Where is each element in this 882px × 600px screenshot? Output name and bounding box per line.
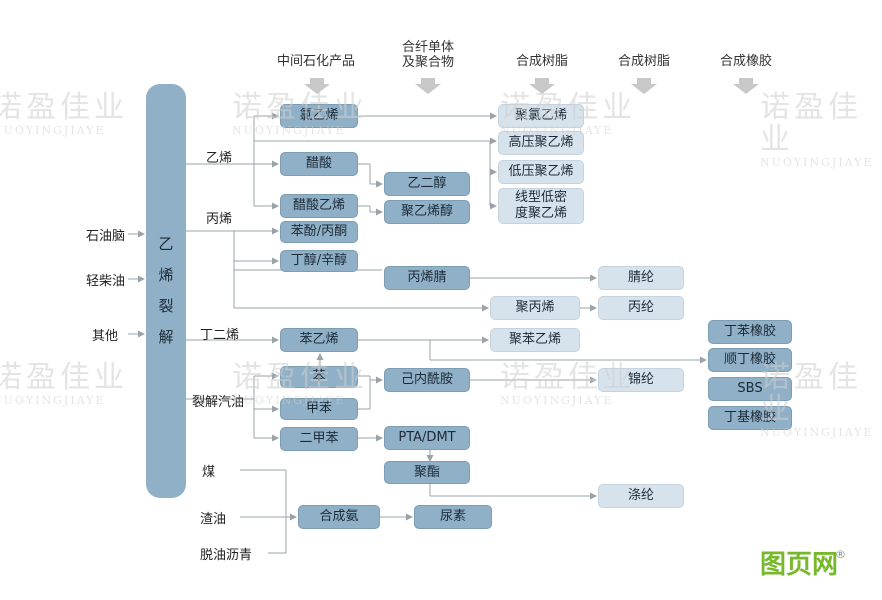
pillar-char: 乙 [158,235,174,253]
node-pvc: 聚氯乙烯 [498,104,584,128]
node-styrene: 苯乙烯 [280,328,358,352]
down-arrow-icon [631,78,657,94]
node-polyester-fiber: 涤纶 [598,484,684,508]
label-pyrolysis-gasoline: 裂解汽油 [192,395,245,410]
source-naphtha: 石油脑 [86,229,126,244]
node-acetic-acid: 醋酸 [280,152,358,176]
node-pp: 聚丙烯 [490,296,580,320]
source-residue: 渣油 [200,512,227,527]
column-header-resin-2: 合成树脂 [617,54,670,69]
source-coal: 煤 [202,465,216,480]
node-vinyl-acetate: 醋酸乙烯 [280,194,358,218]
label-ethylene: 乙烯 [206,151,233,166]
site-logo-text: 图页网 [760,550,839,580]
node-acrylic-fiber: 腈纶 [598,266,684,290]
down-arrow-icon [733,78,759,94]
down-arrow-icon [415,78,441,94]
node-phenol-acetone: 苯酚/丙酮 [280,221,358,243]
column-header-resin-1: 合成树脂 [515,54,568,69]
node-hdpe: 高压聚乙烯 [498,131,584,155]
node-butanol-octanol: 丁醇/辛醇 [280,250,358,272]
source-other: 其他 [92,329,119,344]
node-nylon: 锦纶 [598,368,684,392]
node-ldpe: 低压聚乙烯 [498,160,584,184]
node-nbr: 丁基橡胶 [708,406,792,430]
node-pva: 聚乙烯醇 [384,200,470,224]
column-header-rubber: 合成橡胶 [719,54,772,69]
column-header-fiber-monomer: 合纤单体 及聚合物 [401,40,454,70]
label-butadiene: 丁二烯 [200,328,240,343]
source-deasphalted: 脱油沥青 [200,548,253,563]
label-propylene: 丙烯 [206,212,233,227]
pillar-char: 裂 [158,297,174,315]
node-urea: 尿素 [414,505,492,529]
node-polyester: 聚酯 [384,461,470,484]
node-pta-dmt: PTA/DMT [384,426,470,450]
node-acrylonitrile: 丙烯腈 [384,266,470,290]
node-synthetic-ammonia: 合成氨 [298,505,380,529]
node-caprolactam: 己内酰胺 [384,368,470,392]
registered-mark: ® [835,548,847,561]
down-arrow-icon [529,78,555,94]
node-ethylene-glycol: 乙二醇 [384,172,470,196]
node-ps: 聚苯乙烯 [490,328,580,352]
down-arrow-icon [304,78,330,94]
pillar-char: 解 [158,328,174,346]
node-br: 顺丁橡胶 [708,348,792,372]
site-logo: 图页网 ® [760,548,846,582]
ethylene-cracking-pillar: 乙 烯 裂 解 [146,84,186,498]
source-light-diesel: 轻柴油 [86,274,126,289]
node-sbr: 丁苯橡胶 [708,320,792,344]
node-benzene: 苯 [280,366,358,388]
node-xylene: 二甲苯 [280,427,358,451]
node-sbs: SBS [708,377,792,401]
node-pp-fiber: 丙纶 [598,296,684,320]
pillar-char: 烯 [158,266,174,284]
column-header-intermediate: 中间石化产品 [276,54,355,69]
node-vinyl-chloride: 氯乙烯 [280,104,358,128]
node-lldpe: 线型低密 度聚乙烯 [498,188,584,224]
node-toluene: 甲苯 [280,398,358,420]
